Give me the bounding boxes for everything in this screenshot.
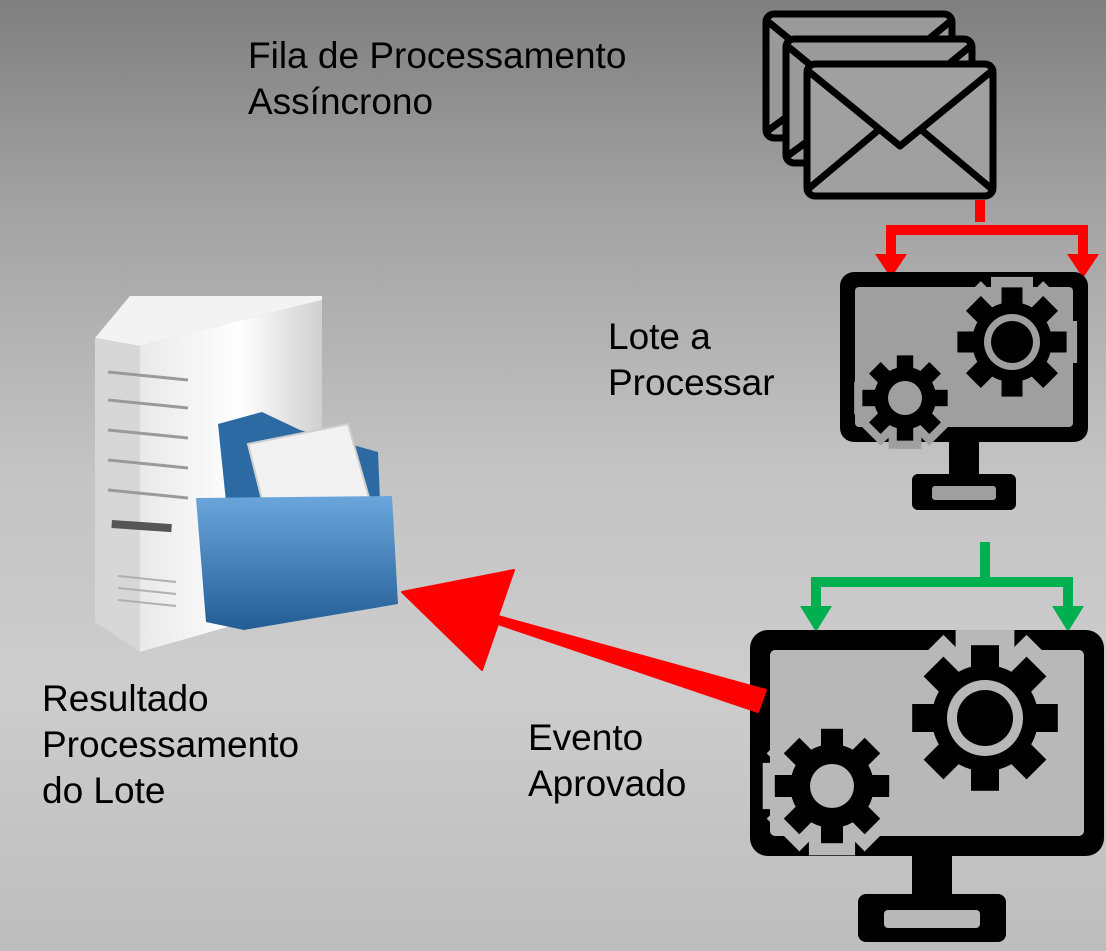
monitor-gears-icon xyxy=(840,272,1088,510)
queue-label: Fila de Processamento Assíncrono xyxy=(248,33,626,125)
result-arrow xyxy=(401,569,767,713)
drive-bays xyxy=(107,370,189,500)
queue-label-line1: Fila de Processamento xyxy=(248,35,627,76)
queue-label-line2: Assíncrono xyxy=(248,80,434,122)
event-label-line1: Evento xyxy=(528,717,644,758)
result-label: Resultado Processamento do Lote xyxy=(42,676,299,814)
arrowhead-right xyxy=(1067,254,1099,278)
batch-label-line1: Lote a xyxy=(608,316,711,357)
event-label-line2: Aprovado xyxy=(528,762,687,804)
server-folder-icon xyxy=(95,296,398,652)
result-label-line1: Resultado xyxy=(42,678,209,719)
result-label-line2: Processamento xyxy=(42,723,300,765)
arrowhead-right xyxy=(1052,606,1084,632)
result-label-line3: do Lote xyxy=(42,769,166,811)
batch-label: Lote a Processar xyxy=(608,314,775,406)
batch-split-arrow xyxy=(800,542,1084,632)
stacked-envelopes-icon xyxy=(762,10,997,200)
batch-label-line2: Processar xyxy=(608,361,775,403)
queue-split-arrow xyxy=(875,200,1099,278)
monitor-gears-icon-event xyxy=(750,630,1104,942)
event-label: Evento Aprovado xyxy=(528,715,686,807)
envelope-front xyxy=(803,60,997,200)
folder-icon xyxy=(196,412,398,630)
arrowhead-left xyxy=(800,606,832,632)
arrowhead-left xyxy=(875,254,907,278)
